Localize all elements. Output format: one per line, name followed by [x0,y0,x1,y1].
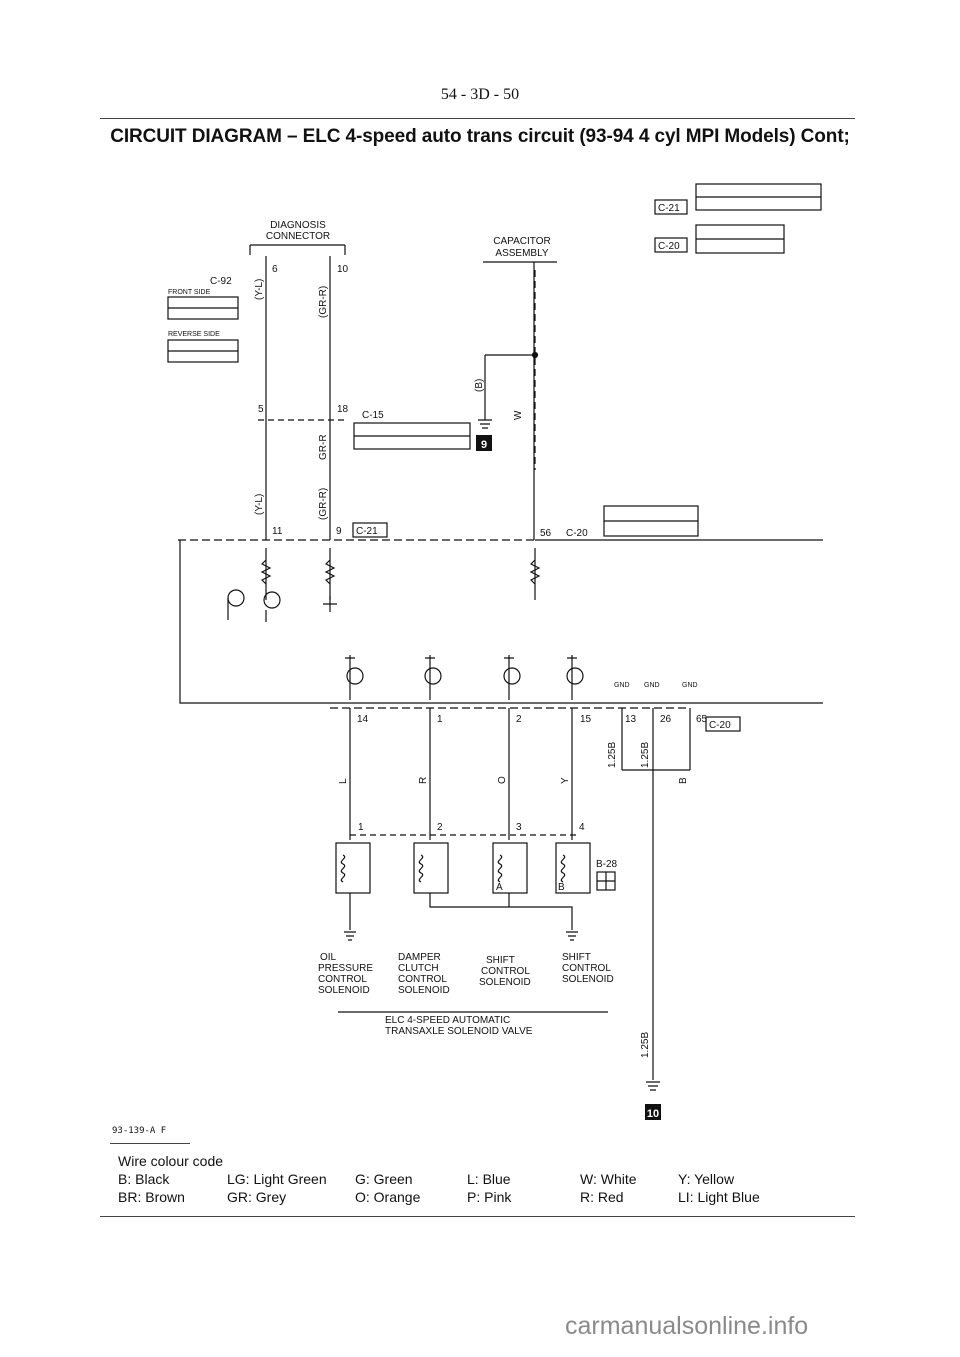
legend-item: W: White [580,1171,637,1187]
sol1-line4: SOLENOID [318,985,370,996]
pin-15: 15 [580,714,592,725]
gnd-label-2: GND [644,682,660,689]
c20-label-low: C-20 [709,720,731,731]
sol3-line1: SHIFT [486,955,515,966]
capacitor-assembly-label-1: CAPACITOR [493,236,550,247]
sol-pin-1: 1 [358,822,364,833]
header-rule [100,118,855,119]
c20-label-mid: C-20 [566,528,588,539]
pin-5: 5 [258,404,264,415]
legend-item: LI: Light Blue [678,1189,760,1205]
pin-2: 2 [516,714,522,725]
pin-56: 56 [540,528,552,539]
legend-item: GR: Grey [227,1189,287,1205]
diagnosis-connector-label-1: DIAGNOSIS [270,220,326,231]
pin-18: 18 [337,404,349,415]
sol1-line3: CONTROL [318,974,367,985]
sol2-line1: DAMPER [398,952,441,963]
wire-y-l-top: (Y-L) [254,279,265,300]
ground-10-number: 10 [647,1108,659,1120]
sol-pin-2: 2 [437,822,443,833]
sol-pin-4: 4 [579,822,585,833]
wire-w-capacitor: W [513,410,524,420]
legend-item: B: Black [118,1171,170,1187]
wire-b: B [678,777,689,784]
legend-item: BR: Brown [118,1189,185,1205]
ground-9-number: 9 [481,439,487,451]
pin-26: 26 [660,714,672,725]
sol2-line3: CONTROL [398,974,447,985]
b28-label: B-28 [596,859,618,870]
diagnosis-connector-label-2: CONNECTOR [266,231,330,242]
sol1-line1: OIL [320,952,337,963]
c15-label: C-15 [362,410,384,421]
wire-l: L [338,778,349,784]
sol2-line4: SOLENOID [398,985,450,996]
legend-item: O: Orange [355,1189,421,1205]
legend-item: G: Green [355,1171,413,1187]
legend-item: Y: Yellow [678,1171,735,1187]
c21-label-top: C-21 [658,203,680,214]
c21-label-mid: C-21 [356,526,378,537]
pin-1: 1 [437,714,443,725]
pin-10: 10 [337,264,349,275]
c20-label-top: C-20 [658,241,680,252]
wire-125b-1: 1.25B [607,742,618,768]
legend-item: P: Pink [467,1189,512,1205]
ground-9-badge [476,435,492,451]
pin-9: 9 [336,526,342,537]
sol4-line2: CONTROL [562,963,611,974]
legend-title: Wire colour code [118,1153,224,1169]
wire-125b-2: 1.25B [640,742,651,768]
page-number: 54 - 3D - 50 [440,86,520,103]
legend-top-rule [110,1143,190,1144]
page-title: CIRCUIT DIAGRAM – ELC 4-speed auto trans… [110,126,850,147]
wire-y-l-low: (Y-L) [254,494,265,515]
c92-front-side: FRONT SIDE [168,289,211,296]
wire-y: Y [560,777,571,784]
legend-item: L: Blue [467,1171,511,1187]
sol1-line2: PRESSURE [318,963,373,974]
sol2-line2: CLUTCH [398,963,439,974]
solenoid-a-label: A [496,882,503,893]
capacitor-assembly-label-2: ASSEMBLY [495,248,548,259]
wire-b-capacitor: (B) [474,379,485,392]
wire-r: R [418,777,429,784]
sol-pin-3: 3 [516,822,522,833]
solenoid-b-label: B [558,882,565,893]
wire-o: O [497,776,508,784]
wire-gr-r-mid: GR-R [318,434,329,460]
wire-125b-3: 1.25B [640,1032,651,1058]
sol4-line3: SOLENOID [562,974,614,985]
pin-6: 6 [272,264,278,275]
pin-65: 65 [696,714,708,725]
sol3-line3: SOLENOID [479,977,531,988]
gnd-label-3: GND [682,682,698,689]
pin-11: 11 [272,526,283,537]
sol4-line1: SHIFT [562,952,591,963]
c92-reverse-side: REVERSE SIDE [168,331,220,338]
legend-item: R: Red [580,1189,624,1205]
valve-caption-1: ELC 4-SPEED AUTOMATIC [385,1015,510,1026]
gnd-label-1: GND [614,682,630,689]
drawing-code: 93-139-A F [112,1126,167,1136]
watermark: carmanualsonline.info [565,1312,809,1340]
wire-gr-r-low: (GR-R) [318,488,329,520]
pin-13: 13 [625,714,637,725]
pin-14: 14 [357,714,369,725]
footer-rule [100,1216,855,1217]
c92-label: C-92 [210,276,232,287]
ground-10-badge [645,1104,661,1120]
valve-caption-2: TRANSAXLE SOLENOID VALVE [385,1026,533,1037]
wire-gr-r-top: (GR-R) [318,286,329,318]
sol3-line2: CONTROL [481,966,530,977]
legend-item: LG: Light Green [227,1171,327,1187]
